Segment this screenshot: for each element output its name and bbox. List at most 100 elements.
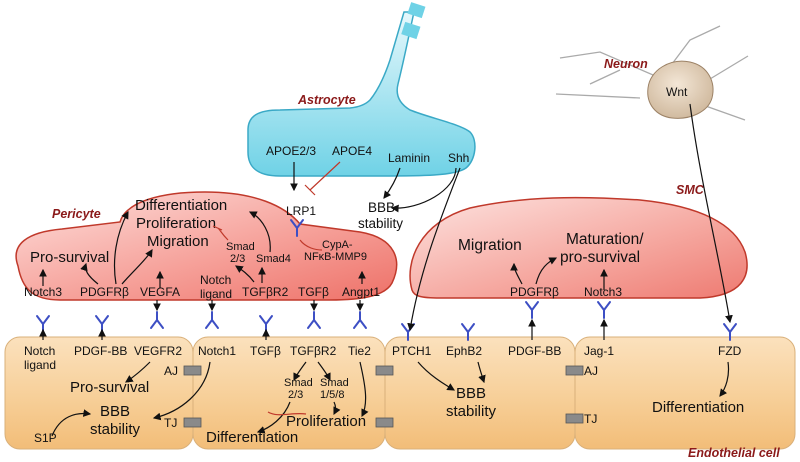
arrow-pdgfrb-maturation-smc xyxy=(535,257,558,285)
arrow-ephb2-bbb xyxy=(477,361,486,384)
lrp1-receptor-icon xyxy=(290,219,304,237)
arrow-ptch1-bbb xyxy=(417,361,456,391)
endo1-bbb-line1: BBB xyxy=(100,403,130,420)
smc-cell xyxy=(409,196,748,299)
endo2-tgfbr2-label: TGFβR2 xyxy=(290,344,337,358)
endo4-differentiation-label: Differentiation xyxy=(652,399,744,416)
tight-junction-3 xyxy=(565,413,584,424)
apoe23-label: APOE2/3 xyxy=(266,144,316,158)
tight-junction-1 xyxy=(183,417,202,428)
endo3-pdgfbb-label: PDGF-BB xyxy=(508,344,561,358)
endo1-pdgfbb-label: PDGF-BB xyxy=(74,344,127,358)
cypa-label-line1: CypA- xyxy=(322,239,353,251)
pericyte-vegfa-label: VEGFA xyxy=(140,285,180,299)
pericyte-pdgfrb-label: PDGFRβ xyxy=(80,285,129,299)
endo1-aj-label: AJ xyxy=(164,364,178,378)
arrow-s1p-bbb xyxy=(51,409,92,437)
pericyte-smad4-label: Smad4 xyxy=(256,253,291,265)
inhib-lrp1-cypa xyxy=(299,239,323,251)
pericyte-notch-ligand-line1: Notch xyxy=(200,273,231,287)
pericyte-notch-ligand-line2: ligand xyxy=(200,287,232,301)
endothelial-cell-layer xyxy=(4,336,796,450)
astrocyte-process-dash-2 xyxy=(407,2,426,19)
pericyte-prosurvival-label: Pro-survival xyxy=(30,249,109,266)
shh-label: Shh xyxy=(448,151,469,165)
endo4-aj-label: AJ xyxy=(584,364,598,378)
laminin-label: Laminin xyxy=(388,151,430,165)
endo1-vegfr2-receptor-icon xyxy=(150,311,164,329)
pericyte-notch3-label: Notch3 xyxy=(24,285,62,299)
cypa-label-line2: NFκB-MMP9 xyxy=(304,251,367,263)
endo2-tgfbr2-receptor-icon xyxy=(307,311,321,329)
arrow-tgfbr2-smad23-endo xyxy=(293,361,307,382)
arrow-pdgfrb-migration-smc xyxy=(510,262,523,285)
endo1-bbb-line2: stability xyxy=(90,421,141,438)
pericyte-proliferation-label: Proliferation xyxy=(136,215,216,232)
endo2-tgfb-label: TGFβ xyxy=(250,344,281,358)
endo3-bbb-line1: BBB xyxy=(456,385,486,402)
pericyte-migration-label: Migration xyxy=(147,233,209,250)
arrow-vegfr2-prosurvival xyxy=(125,361,151,383)
smc-pdgfrb-receptor-icon xyxy=(525,301,539,319)
endo4-tj-label: TJ xyxy=(584,412,597,426)
endo3-ephb2-label: EphB2 xyxy=(446,344,482,358)
pericyte-notch3-receptor-icon xyxy=(36,315,50,333)
endo2-notch1-label: Notch1 xyxy=(198,344,236,358)
inhib-smad23-migration xyxy=(212,225,229,241)
endo2-smad158-line2: 1/5/8 xyxy=(320,389,344,401)
arrow-tgfbr2-smad158 xyxy=(317,361,331,382)
inhib-apoe4-lrp1 xyxy=(304,161,341,196)
pericyte-tgfbr2-label: TGFβR2 xyxy=(242,285,289,299)
endo1-notch-ligand-line1: Notch xyxy=(24,344,55,358)
signaling-arrows xyxy=(39,103,733,437)
arrow-laminin-bbb xyxy=(383,167,401,199)
endo1-tj-label: TJ xyxy=(164,416,177,430)
arrow-shh-ptch1 xyxy=(407,167,461,332)
endo1-prosurvival-label: Pro-survival xyxy=(70,379,149,396)
smc-notch3-receptor-icon xyxy=(597,301,611,319)
arrow-pdgfrb-prosurvival xyxy=(80,262,99,285)
arrow-smad23-differentiation xyxy=(256,401,291,434)
endo2-tie2-receptor-icon xyxy=(353,311,367,329)
arrow-tie2-proliferation xyxy=(359,361,369,418)
endo2-tie2-label: Tie2 xyxy=(348,344,371,358)
endo2-smad158-line1: Smad xyxy=(320,377,349,389)
endo3-bbb-line2: stability xyxy=(446,403,497,420)
endothelial-cell-4 xyxy=(574,336,796,450)
arrow-smad4-differentiation xyxy=(248,211,271,253)
endo4-jag1-label: Jag-1 xyxy=(584,344,614,358)
astrocyte-cell xyxy=(247,2,476,177)
lrp1-label: LRP1 xyxy=(286,204,316,218)
smc-title: SMC xyxy=(676,183,705,197)
arrow-shh-bbb xyxy=(390,167,457,213)
endo2-smad23-line2: 2/3 xyxy=(288,389,303,401)
apoe4-label: APOE4 xyxy=(332,144,372,158)
pericyte-tgfb-label: TGFβ xyxy=(298,285,329,299)
endo2-notch1-receptor-icon xyxy=(205,311,219,329)
smc-maturation-line1: Maturation/ xyxy=(566,231,644,248)
smc-maturation-line2: pro-survival xyxy=(560,249,640,266)
endo2-smad23-line1: Smad xyxy=(284,377,313,389)
tight-junction-2 xyxy=(375,417,394,428)
endothelial-title: Endothelial cell xyxy=(688,446,780,460)
endo1-s1p-label: S1P xyxy=(34,431,57,445)
adherens-junction-1 xyxy=(183,365,202,376)
pericyte-differentiation-label: Differentiation xyxy=(135,197,227,214)
endo2-proliferation-label: Proliferation xyxy=(286,413,366,430)
endo2-differentiation-label: Differentiation xyxy=(206,429,298,446)
smc-pdgfrb-label: PDGFRβ xyxy=(510,285,559,299)
arrow-pdgfrb-migration xyxy=(121,248,153,285)
pericyte-title: Pericyte xyxy=(52,207,101,221)
adherens-junction-3 xyxy=(565,365,584,376)
arrow-wnt-fzd xyxy=(689,103,733,324)
smc-notch3-label: Notch3 xyxy=(584,285,622,299)
pericyte-angpt1-label: Angpt1 xyxy=(342,285,380,299)
center-bbb-label-line1: BBB xyxy=(368,200,395,215)
adherens-junction-2 xyxy=(375,365,394,376)
endo1-vegfr2-label: VEGFR2 xyxy=(134,344,182,358)
neuron-cell xyxy=(555,25,749,121)
pericyte-smad23-line2: 2/3 xyxy=(230,253,245,265)
astrocyte-title: Astrocyte xyxy=(297,93,356,107)
wnt-label: Wnt xyxy=(666,85,688,99)
